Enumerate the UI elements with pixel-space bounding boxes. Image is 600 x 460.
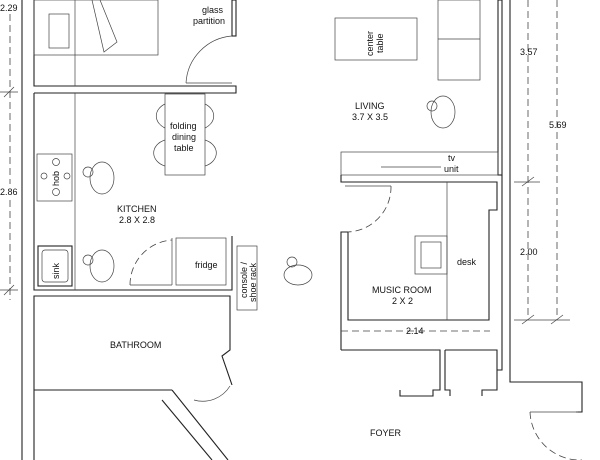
console-shoe-rack [236,245,258,311]
armchair [414,235,448,275]
living [334,0,503,176]
music-room-size: 2 X 2 [392,296,413,306]
glass-partition-label: glass [202,5,224,15]
dim-music-width: 2.14 [406,326,424,336]
unit-label: unit [444,164,459,174]
music-room-name: MUSIC ROOM [372,285,432,295]
console-label: console / [239,261,249,298]
center-table-label-2: table [375,33,385,53]
shoe-rack-label: shoe rack [248,262,258,302]
table-label-2: dining [172,132,196,142]
kitchen-name: KITCHEN [117,204,157,214]
dim-right-b: 5.69 [549,120,567,130]
tv-label: tv [448,153,456,163]
foyer-walls [341,0,583,460]
dim-right-a: 3.57 [520,47,538,57]
hob-label: hob [51,171,61,186]
bedroom [33,0,237,94]
tv-unit [340,151,499,176]
bathroom-name: BATHROOM [110,340,161,350]
sofa [437,0,481,81]
desk-label: desk [457,257,477,267]
glass-partition-label-2: partition [193,16,225,26]
left-dimension-line [0,14,18,300]
center-table-label-1: center [365,31,375,56]
kitchen [33,93,313,311]
fridge-label: fridge [195,260,218,270]
foyer-name: FOYER [370,428,402,438]
kitchen-size: 2.8 X 2.8 [119,215,155,225]
dim-left-top: 2.29 [0,3,18,13]
living-size: 3.7 X 3.5 [352,112,388,122]
bathroom [33,295,233,460]
right-dimension-lines [514,0,570,325]
music-room [340,175,498,350]
living-name: LIVING [355,101,385,111]
dim-left-mid: 2.86 [0,187,18,197]
sink [37,245,73,287]
dim-right-c: 2.00 [520,247,538,257]
hob [36,153,73,202]
sink-label: sink [51,262,61,279]
table-label-1: folding [170,121,197,131]
center-table [334,17,418,61]
dining-table [164,93,206,176]
fridge [175,237,227,286]
table-label-3: table [174,143,194,153]
